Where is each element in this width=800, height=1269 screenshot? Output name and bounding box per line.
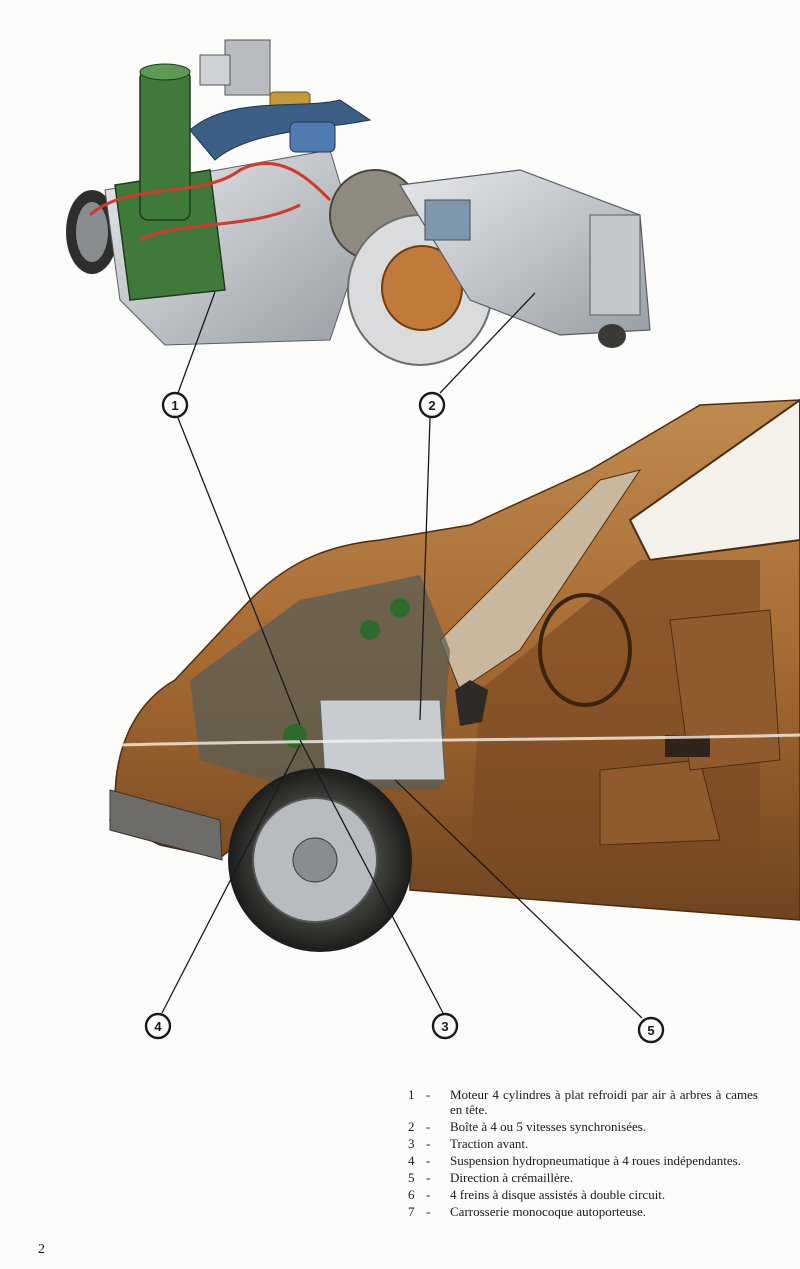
car-cutaway (109, 398, 800, 952)
legend-item-dash: - (426, 1170, 431, 1185)
callout-1-label: 1 (171, 398, 178, 413)
leader-line-2b (419, 417, 431, 721)
callout-1: 1 (161, 391, 189, 419)
legend-item-text: 4 freins à disque assistés à double circ… (450, 1187, 666, 1202)
legend-item-number: 4 (408, 1153, 415, 1168)
feature-legend: 1 - Moteur 4 cylindres à plat refroidi p… (408, 1087, 758, 1221)
callout-3-label: 3 (441, 1019, 448, 1034)
legend-item-number: 6 (408, 1187, 415, 1202)
legend-item-number: 2 (408, 1119, 415, 1134)
legend-item-number: 7 (408, 1204, 415, 1219)
callout-4-label: 4 (154, 1019, 162, 1034)
engine-gearbox-assembly (66, 39, 651, 366)
legend-item: 6 - 4 freins à disque assistés à double … (408, 1187, 758, 1202)
legend-item-text: Traction avant. (450, 1136, 529, 1151)
legend-item-dash: - (426, 1204, 431, 1219)
legend-item-text: Carrosserie monocoque autoporteuse. (450, 1204, 647, 1219)
callout-5: 5 (637, 1016, 665, 1044)
legend-item-dash: - (426, 1153, 431, 1168)
callout-3: 3 (431, 1012, 459, 1040)
leader-lines (161, 291, 643, 1019)
legend-item-dash: - (426, 1119, 431, 1134)
leader-line-1b (177, 417, 301, 726)
leader-line-1 (177, 291, 216, 394)
legend-item-number: 3 (408, 1136, 415, 1151)
leader-line-4 (161, 744, 301, 1014)
callout-2-label: 2 (428, 398, 435, 413)
legend-item-text: Boîte à 4 ou 5 vitesses synchronisées. (450, 1119, 647, 1134)
legend-item: 3 - Traction avant. (408, 1136, 758, 1151)
legend-item-number: 1 (408, 1087, 415, 1102)
callout-4: 4 (144, 1012, 172, 1040)
legend-item-dash: - (426, 1187, 431, 1202)
leader-line-2 (439, 292, 536, 394)
legend-item: 2 - Boîte à 4 ou 5 vitesses synchronisée… (408, 1119, 758, 1134)
legend-item: 1 - Moteur 4 cylindres à plat refroidi p… (408, 1087, 758, 1117)
legend-item-dash: - (426, 1087, 431, 1102)
legend-item-number: 5 (408, 1170, 415, 1185)
callout-5-label: 5 (647, 1023, 654, 1038)
cutaway-illustration: 1 2 3 4 5 (66, 39, 800, 1044)
legend-item: 4 - Suspension hydropneumatique à 4 roue… (408, 1153, 758, 1168)
legend-item: 7 - Carrosserie monocoque autoporteuse. (408, 1204, 758, 1219)
legend-item-dash: - (426, 1136, 431, 1151)
leader-line-3 (299, 739, 444, 1014)
legend-item-text: Moteur 4 cylindres à plat refroidi par a… (450, 1087, 758, 1117)
legend-item-text: Suspension hydropneumatique à 4 roues in… (450, 1153, 741, 1168)
legend-item-text: Direction à crémaillère. (450, 1170, 574, 1185)
page-number: 2 (38, 1242, 45, 1257)
callout-2: 2 (418, 391, 446, 419)
legend-item: 5 - Direction à crémaillère. (408, 1170, 758, 1185)
leader-line-5 (394, 779, 643, 1019)
